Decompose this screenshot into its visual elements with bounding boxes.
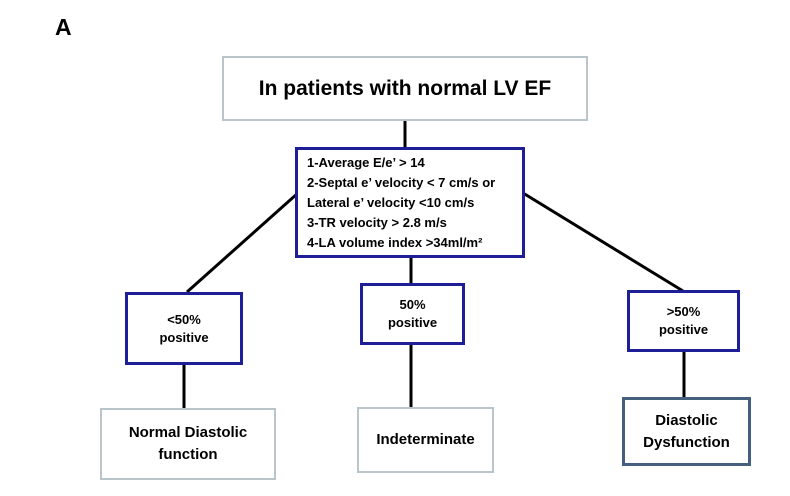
condition-box-less-than-50: <50% positive [125, 292, 243, 365]
criteria-line-2: 2-Septal e’ velocity < 7 cm/s or [307, 174, 496, 190]
condition-box-50: 50% positive [360, 283, 465, 345]
outcome-box-normal-diastolic-function: Normal Diastolic function [100, 408, 276, 480]
criteria-box: 1-Average E/e’ > 14 2-Septal e’ velocity… [295, 147, 525, 258]
connector-criteria-to-left-condition [186, 191, 299, 294]
criteria-line-1: 1-Average E/e’ > 14 [307, 154, 425, 170]
connector-criteria-to-right-condition [522, 191, 684, 293]
condition-box-greater-than-50: >50% positive [627, 290, 740, 352]
panel-label: A [55, 14, 72, 40]
criteria-line-4: 3-TR velocity > 2.8 m/s [307, 214, 447, 230]
criteria-line-5: 4-LA volume index >34ml/m² [307, 234, 483, 250]
criteria-line-3: Lateral e’ velocity <10 cm/s [307, 194, 475, 210]
outcome-box-diastolic-dysfunction: Diastolic Dysfunction [622, 397, 751, 466]
outcome-box-indeterminate: Indeterminate [357, 407, 494, 473]
title-box: In patients with normal LV EF [222, 56, 588, 121]
